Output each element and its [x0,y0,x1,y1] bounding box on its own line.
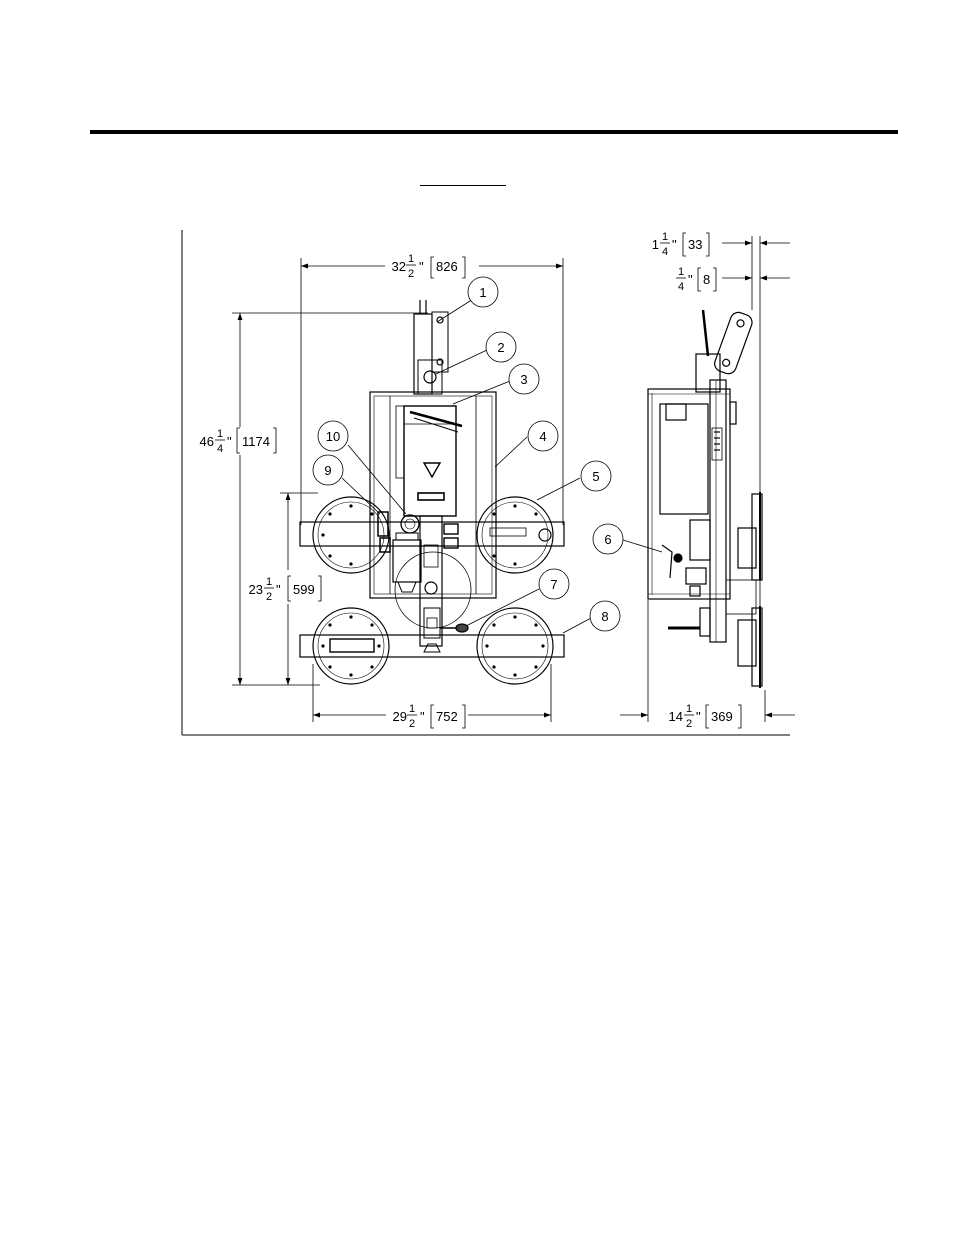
svg-text:1: 1 [662,231,668,243]
svg-text:8: 8 [601,609,608,624]
svg-text:2: 2 [686,718,692,730]
svg-text:1: 1 [652,237,659,252]
svg-text:2: 2 [497,340,504,355]
svg-text:1: 1 [678,266,684,278]
callout-8: 8 [563,601,620,633]
callout-6: 6 [593,524,662,554]
svg-text:2: 2 [408,268,414,280]
svg-text:10: 10 [326,429,340,444]
svg-text:2: 2 [266,591,272,603]
dim-pad-spacing: 23 1 2 " 599 [249,576,321,603]
svg-text:4: 4 [678,281,684,293]
front-dimension-lines [232,258,563,722]
svg-text:32: 32 [392,259,406,274]
svg-text:29: 29 [393,709,407,724]
svg-text:23: 23 [249,582,263,597]
svg-text:8: 8 [703,272,710,287]
dim-pad-offset-b: 1 4 " 8 [676,266,716,293]
svg-text:": " [688,272,693,287]
side-view [648,310,762,688]
front-view [300,300,564,684]
dim-top-width: 32 1 2 " 826 [392,253,465,280]
svg-text:369: 369 [711,709,733,724]
svg-text:752: 752 [436,709,458,724]
svg-text:": " [419,259,424,274]
svg-text:4: 4 [217,443,223,455]
svg-text:2: 2 [409,718,415,730]
svg-text:46: 46 [200,434,214,449]
mast [414,314,432,394]
svg-text:1: 1 [217,428,223,440]
svg-text:3: 3 [520,372,527,387]
svg-text:1174: 1174 [242,434,270,449]
svg-text:1: 1 [686,703,692,715]
vacuum-pad-upper-right [477,497,553,573]
svg-text:": " [276,582,281,597]
svg-text:": " [672,237,677,252]
svg-text:9: 9 [324,463,331,478]
svg-text:5: 5 [592,469,599,484]
svg-text:33: 33 [688,237,702,252]
svg-text:4: 4 [539,429,546,444]
svg-text:599: 599 [293,582,315,597]
lift-bracket [432,312,448,372]
vacuum-gauge [401,515,419,533]
svg-text:7: 7 [550,577,557,592]
svg-text:6: 6 [604,532,611,547]
dim-bottom-width: 29 1 2 " 752 [393,703,465,730]
dim-height: 46 1 4 " 1174 [200,428,276,455]
upper-crossbar [300,522,564,546]
svg-text:1: 1 [409,703,415,715]
callout-4: 4 [495,421,558,467]
dim-pad-offset-a: 1 1 4 " 33 [652,231,709,258]
callout-1: 1 [437,277,498,322]
svg-text:826: 826 [436,259,458,274]
svg-text:1: 1 [266,576,272,588]
svg-text:14: 14 [669,709,683,724]
svg-text:": " [227,434,232,449]
svg-text:": " [420,709,425,724]
dim-side-depth: 14 1 2 " 369 [669,703,741,730]
svg-text:": " [696,709,701,724]
svg-text:1: 1 [408,253,414,265]
svg-text:4: 4 [662,246,668,258]
callout-5: 5 [537,461,611,500]
svg-text:1: 1 [479,285,486,300]
callouts: 1 2 3 4 5 6 7 [313,277,662,633]
